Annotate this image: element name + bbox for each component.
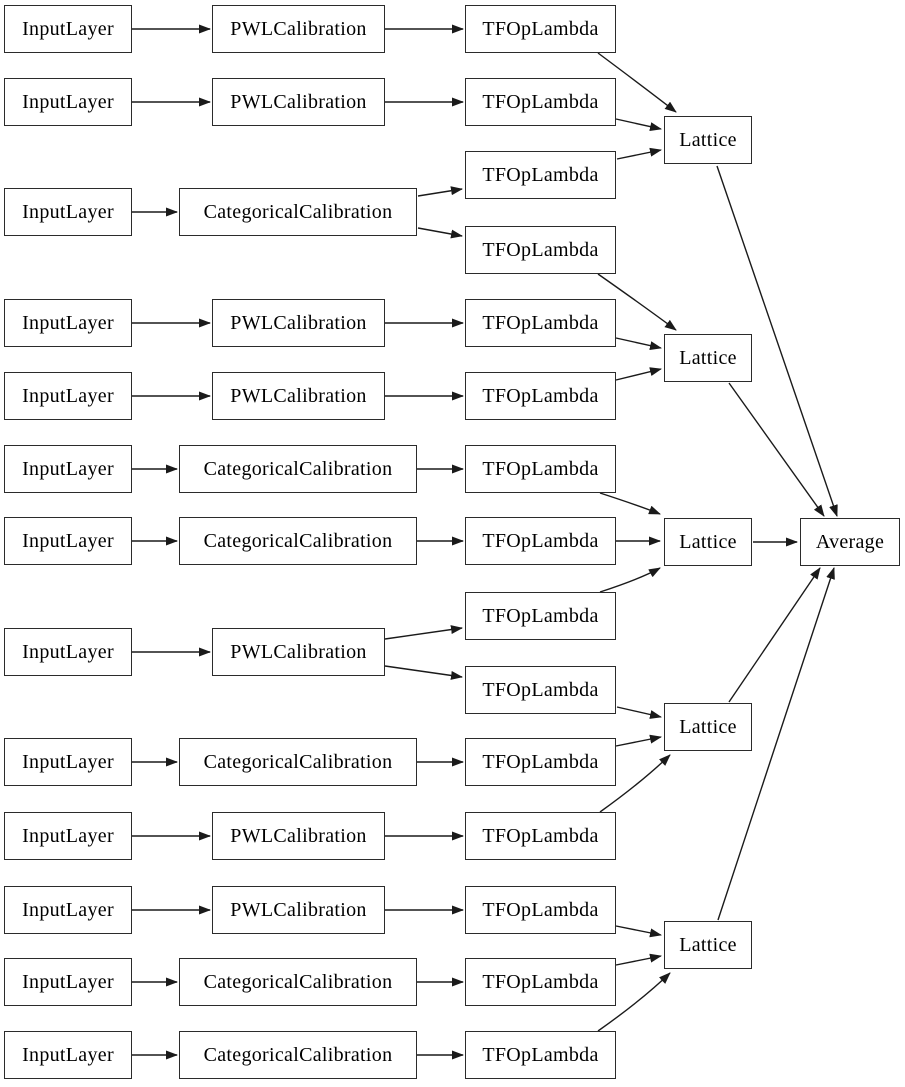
edge-tf8-to-lat3: [599, 492, 661, 515]
node-inputlayer-in1: InputLayer: [4, 5, 132, 53]
node-lattice-lat1: Lattice: [664, 116, 752, 164]
node-tfoplambda-tf9: TFOpLambda: [465, 517, 616, 565]
edge-tf3-to-lat1: [616, 147, 662, 160]
edge-cat4-to-tf3: [417, 186, 463, 197]
node-tfoplambda-tf5: TFOpLambda: [465, 226, 616, 274]
node-lattice-lat3: Lattice: [664, 518, 752, 566]
edge-tf17-to-lat5: [597, 972, 671, 1032]
node-inputlayer-in7: InputLayer: [4, 372, 132, 420]
edge-tf14-to-lat4: [599, 754, 671, 813]
node-inputlayer-in4: InputLayer: [4, 188, 132, 236]
node-inputlayer-in14: InputLayer: [4, 812, 132, 860]
node-pwlcalibration-pwl15: PWLCalibration: [212, 886, 385, 934]
node-tfoplambda-tf14: TFOpLambda: [465, 812, 616, 860]
node-categoricalcalibration-cat8: CategoricalCalibration: [179, 445, 417, 493]
node-inputlayer-in13: InputLayer: [4, 738, 132, 786]
edge-cat4-to-tf5: [417, 227, 463, 239]
node-inputlayer-in17: InputLayer: [4, 1031, 132, 1079]
edge-tf12-to-lat4: [616, 706, 662, 719]
node-categoricalcalibration-cat4: CategoricalCalibration: [179, 188, 417, 236]
node-categoricalcalibration-cat17: CategoricalCalibration: [179, 1031, 417, 1079]
node-tfoplambda-tf16: TFOpLambda: [465, 958, 616, 1006]
node-pwlcalibration-pwl2: PWLCalibration: [212, 78, 385, 126]
node-pwlcalibration-pwl6: PWLCalibration: [212, 299, 385, 347]
node-average-avg: Average: [800, 518, 900, 566]
node-tfoplambda-tf2: TFOpLambda: [465, 78, 616, 126]
edge-tf5-to-lat2: [597, 273, 677, 331]
edge-tf6-to-lat2: [615, 337, 662, 351]
edge-tf16-to-lat5: [615, 953, 662, 966]
node-pwlcalibration-pwl14: PWLCalibration: [212, 812, 385, 860]
node-inputlayer-in8: InputLayer: [4, 445, 132, 493]
node-tfoplambda-tf15: TFOpLambda: [465, 886, 616, 934]
edge-pwl11-to-tf12: [384, 665, 463, 680]
node-pwlcalibration-pwl1: PWLCalibration: [212, 5, 385, 53]
node-tfoplambda-tf13: TFOpLambda: [465, 738, 616, 786]
node-categoricalcalibration-cat13: CategoricalCalibration: [179, 738, 417, 786]
node-inputlayer-in9: InputLayer: [4, 517, 132, 565]
node-tfoplambda-tf3: TFOpLambda: [465, 151, 616, 199]
edge-lat5-to-avg: [717, 567, 835, 921]
node-tfoplambda-tf17: TFOpLambda: [465, 1031, 616, 1079]
edge-lat2-to-avg: [728, 382, 825, 517]
node-lattice-lat4: Lattice: [664, 703, 752, 751]
node-tfoplambda-tf6: TFOpLambda: [465, 299, 616, 347]
edge-tf1-to-lat1: [597, 52, 677, 113]
node-tfoplambda-tf7: TFOpLambda: [465, 372, 616, 420]
node-inputlayer-in15: InputLayer: [4, 886, 132, 934]
node-lattice-lat2: Lattice: [664, 334, 752, 382]
node-lattice-lat5: Lattice: [664, 921, 752, 969]
edge-tf10-to-lat3: [599, 567, 661, 593]
node-inputlayer-in6: InputLayer: [4, 299, 132, 347]
node-inputlayer-in11: InputLayer: [4, 628, 132, 676]
node-categoricalcalibration-cat16: CategoricalCalibration: [179, 958, 417, 1006]
edge-tf7-to-lat2: [615, 367, 662, 381]
edge-lat4-to-avg: [728, 567, 821, 703]
edge-tf2-to-lat1: [615, 118, 662, 132]
node-tfoplambda-tf1: TFOpLambda: [465, 5, 616, 53]
node-inputlayer-in2: InputLayer: [4, 78, 132, 126]
edge-lat1-to-avg: [716, 165, 838, 517]
edge-pwl11-to-tf10: [384, 625, 463, 640]
node-pwlcalibration-pwl7: PWLCalibration: [212, 372, 385, 420]
node-pwlcalibration-pwl11: PWLCalibration: [212, 628, 385, 676]
edge-tf13-to-lat4: [615, 734, 662, 747]
node-categoricalcalibration-cat9: CategoricalCalibration: [179, 517, 417, 565]
node-tfoplambda-tf12: TFOpLambda: [465, 666, 616, 714]
node-tfoplambda-tf8: TFOpLambda: [465, 445, 616, 493]
node-inputlayer-in16: InputLayer: [4, 958, 132, 1006]
edge-tf15-to-lat5: [615, 925, 662, 938]
node-tfoplambda-tf10: TFOpLambda: [465, 592, 616, 640]
